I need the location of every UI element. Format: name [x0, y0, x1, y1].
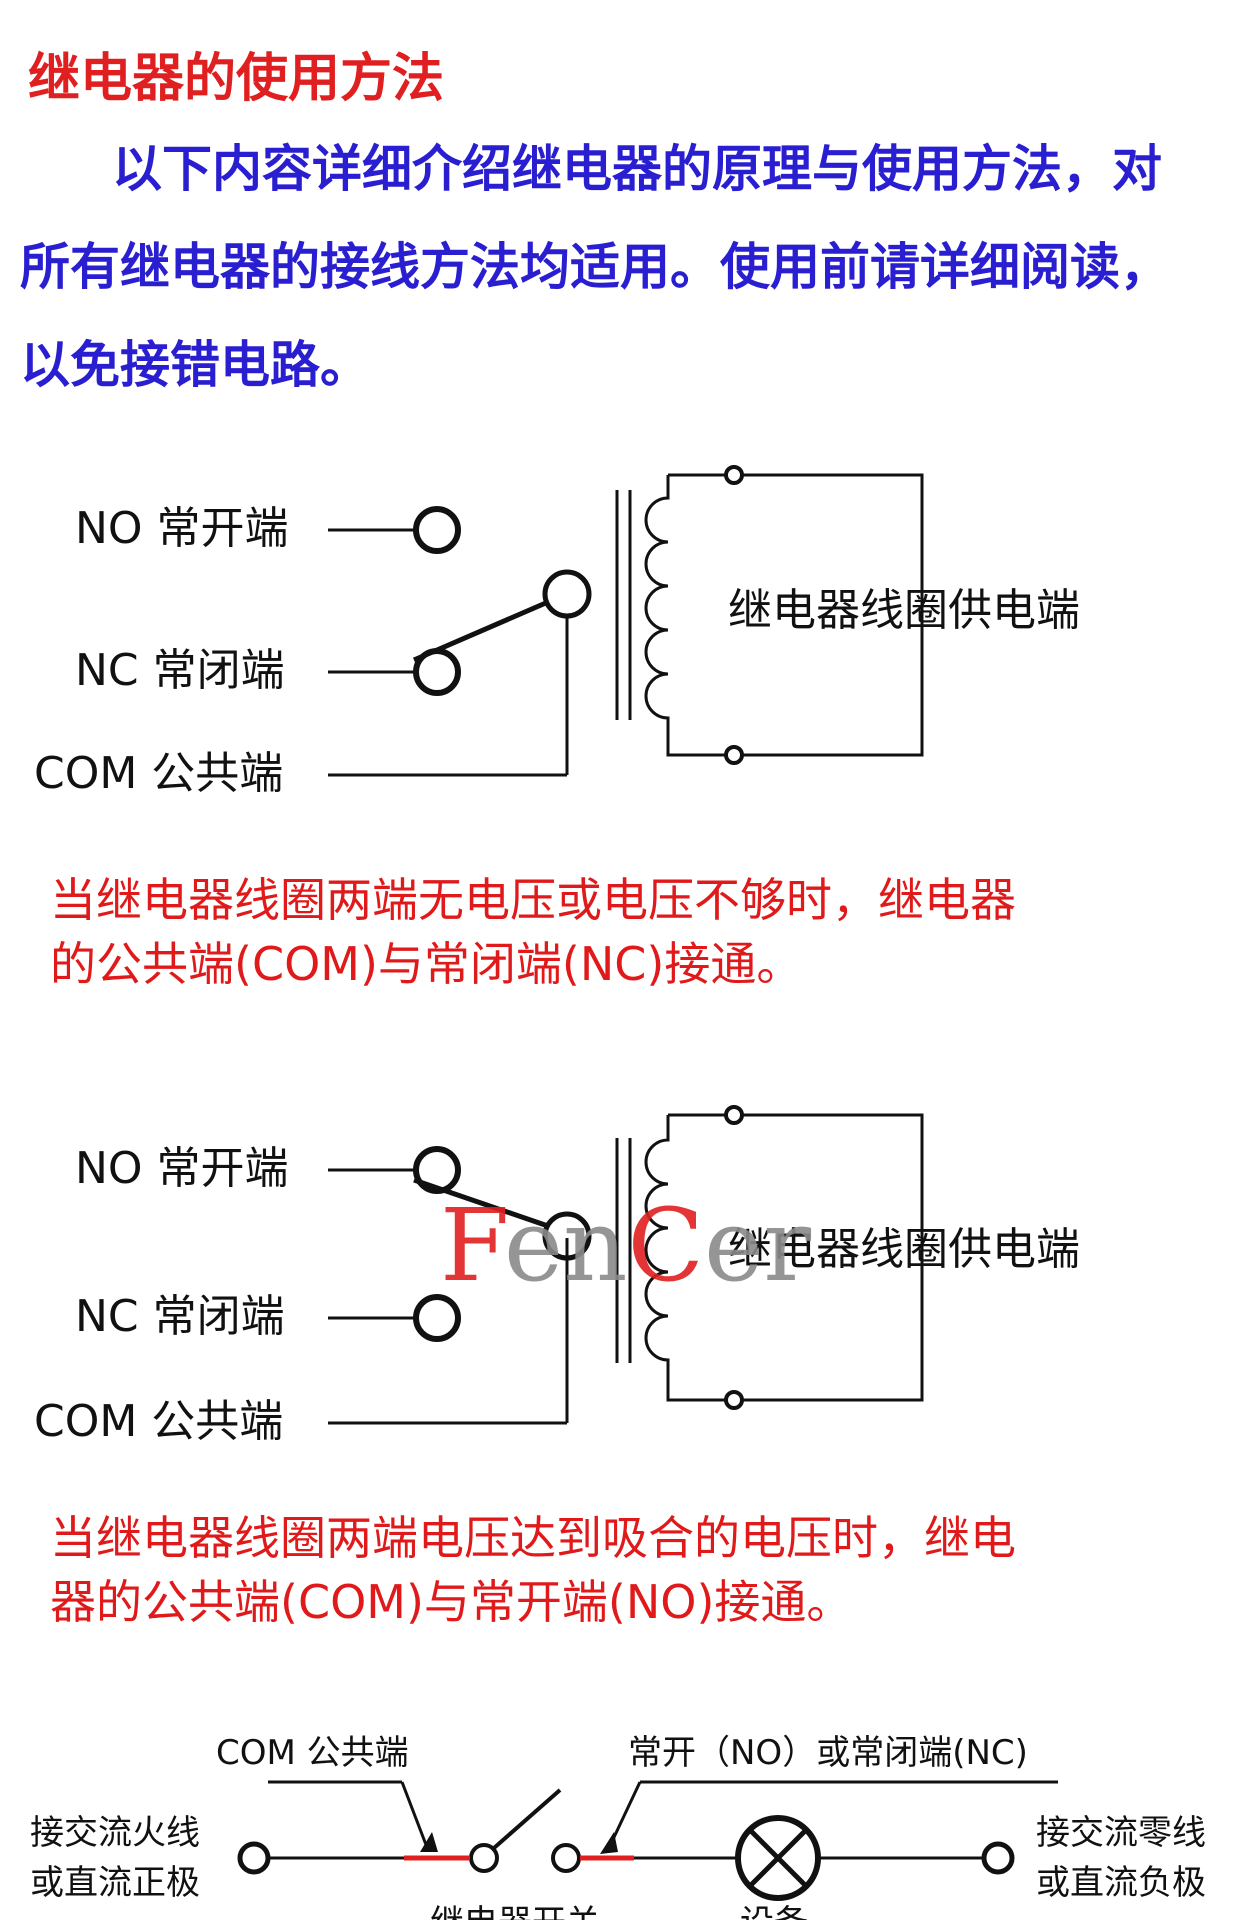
coil-label: 继电器线圈供电端 — [728, 1224, 1080, 1275]
coil-label: 继电器线圈供电端 — [728, 585, 1080, 636]
right-label-line1: 接交流零线 — [1036, 1813, 1206, 1853]
wiring-com-label: COM 公共端 — [216, 1733, 409, 1773]
intro-text: 以下内容详细介绍继电器的原理与使用方法，对所有继电器的接线方法均适用。使用前请详… — [20, 140, 1170, 394]
coil-top-terminal — [724, 465, 744, 485]
armature-contact — [413, 1177, 549, 1229]
armature-pivot — [542, 569, 592, 619]
com-label: COM 公共端 — [34, 1396, 283, 1447]
no-label: NO 常开端 — [75, 1143, 289, 1194]
watermark-part-2: en — [504, 1187, 628, 1304]
com-arrowhead — [420, 1832, 438, 1852]
right-terminal — [981, 1841, 1015, 1875]
caption-on: 当继电器线圈两端电压达到吸合的电压时，继电器的公共端(COM)与常开端(NO)接… — [50, 1511, 1016, 1629]
no-nc-arrowhead — [600, 1832, 618, 1854]
nc-label: NC 常闭端 — [75, 645, 285, 696]
page-title: 继电器的使用方法 — [28, 49, 445, 109]
switch-com-contact — [469, 1843, 499, 1873]
left-label-line2: 或直流正极 — [30, 1863, 200, 1903]
com-pointer-arrow — [400, 1781, 430, 1851]
left-label-line1: 接交流火线 — [30, 1813, 200, 1853]
device-label: 设备 — [740, 1903, 808, 1920]
switch-no-contact — [551, 1843, 581, 1873]
coil-supply-loop — [742, 473, 924, 757]
coil-bottom-terminal — [724, 745, 744, 765]
caption-off: 当继电器线圈两端无电压或电压不够时，继电器的公共端(COM)与常闭端(NC)接通… — [50, 873, 1016, 991]
com-label: COM 公共端 — [34, 748, 283, 799]
wiring-no-nc-label: 常开（NO）或常闭端(NC) — [628, 1733, 1028, 1773]
relay-diagram-on: NO 常开端 NC 常闭端 COM 公共端 继电器线圈供电端 FenCer — [34, 1105, 1080, 1447]
relay-diagram-off: NO 常开端 NC 常闭端 COM 公共端 继电器线圈供电端 — [34, 465, 1080, 799]
no-terminal — [413, 1146, 461, 1194]
nc-terminal — [413, 1294, 461, 1342]
no-label: NO 常开端 — [75, 503, 289, 554]
watermark: FenCer — [440, 1187, 811, 1304]
armature-pivot — [542, 1211, 592, 1261]
watermark-part-4: er — [704, 1187, 811, 1304]
wiring-diagram: COM 公共端 常开（NO）或常闭端(NC) 接交流火线 或直流正极 接交流零线… — [30, 1733, 1206, 1920]
intro-paragraph: 以下内容详细介绍继电器的原理与使用方法，对所有继电器的接线方法均适用。使用前请详… — [20, 120, 1200, 414]
coil-winding — [644, 475, 726, 757]
armature-contact — [413, 599, 549, 663]
switch-blade — [492, 1788, 562, 1850]
watermark-part-1: F — [440, 1187, 506, 1304]
coil-winding — [644, 1115, 726, 1402]
coil-bottom-terminal — [724, 1390, 744, 1410]
right-label-line2: 或直流负极 — [1036, 1863, 1206, 1903]
coil-top-terminal — [724, 1105, 744, 1125]
switch-label: 继电器开关 — [430, 1903, 600, 1920]
nc-label: NC 常闭端 — [75, 1291, 285, 1342]
watermark-part-3: C — [628, 1187, 705, 1304]
coil-supply-loop — [742, 1113, 924, 1402]
lamp-cross-2 — [748, 1828, 808, 1888]
no-terminal — [413, 506, 461, 554]
left-terminal — [237, 1841, 271, 1875]
